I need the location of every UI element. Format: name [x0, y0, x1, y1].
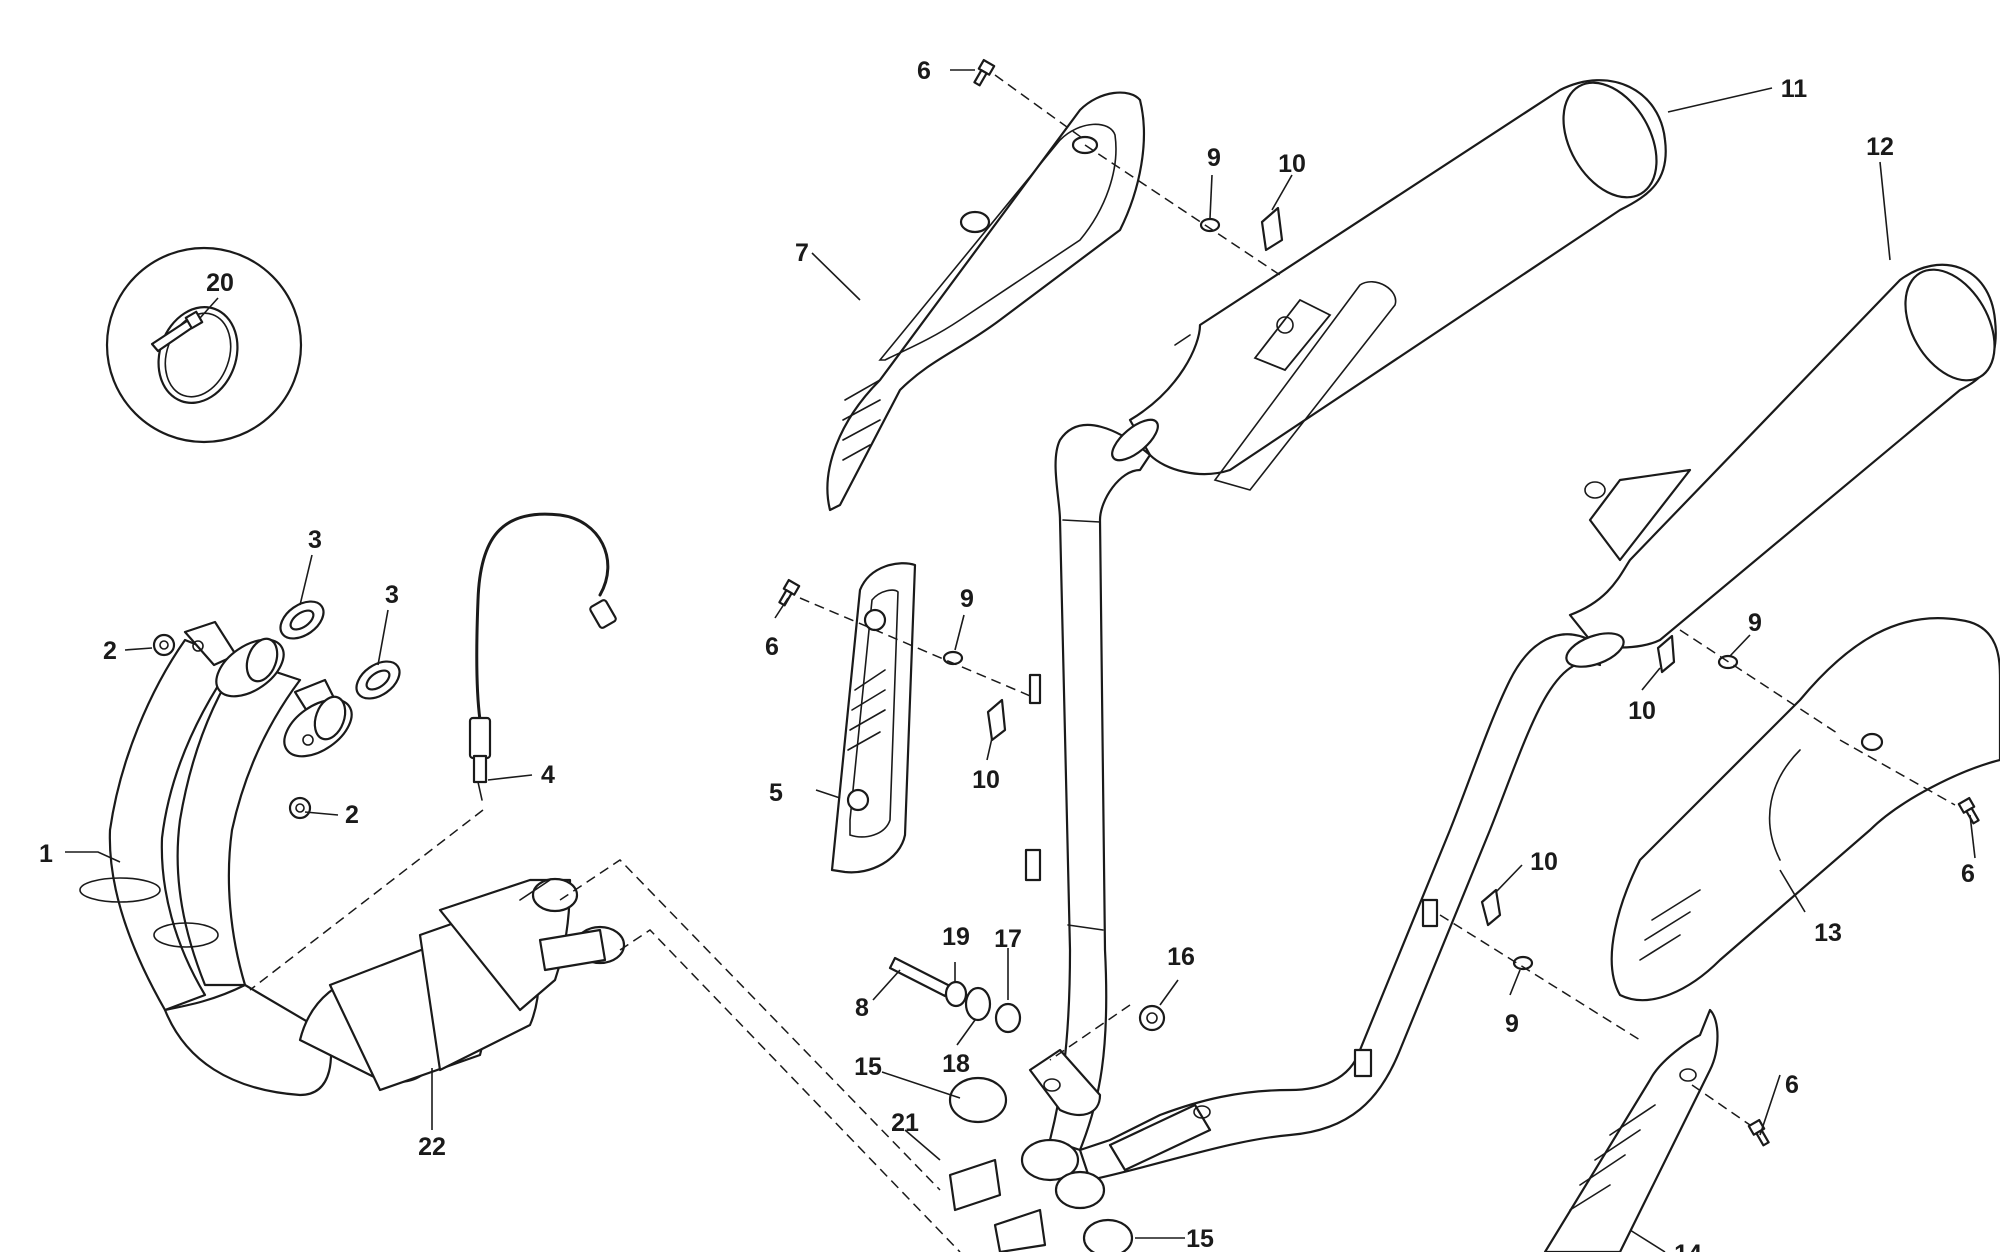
muffler-11: [1128, 79, 1667, 491]
callout-11[interactable]: 11: [1781, 75, 1808, 103]
callout-5[interactable]: 5: [769, 779, 783, 807]
callout-18[interactable]: 18: [942, 1050, 970, 1078]
heat-shield-5: [830, 562, 917, 874]
callout-15-bottom[interactable]: 15: [1186, 1225, 1214, 1252]
callout-9-mid[interactable]: 9: [960, 585, 974, 613]
callout-22[interactable]: 22: [418, 1133, 446, 1161]
callout-14[interactable]: 14: [1674, 1240, 1702, 1252]
callout-1[interactable]: 1: [39, 840, 53, 868]
callout-15-top[interactable]: 15: [854, 1053, 882, 1081]
callout-3-left[interactable]: 3: [308, 526, 322, 554]
callout-8[interactable]: 8: [855, 994, 869, 1022]
header-pipes: [79, 620, 353, 1097]
lambda-sensor: [468, 512, 617, 801]
callout-3-right[interactable]: 3: [385, 581, 399, 609]
callout-labels: 1 2 2 3 3 4 5 6 6 6 6 7 8 9 9 9 9 10 10 …: [39, 57, 1975, 1252]
callout-19[interactable]: 19: [942, 923, 970, 951]
callout-4[interactable]: 4: [541, 761, 555, 789]
callout-6-left[interactable]: 6: [765, 633, 779, 661]
callout-9-right[interactable]: 9: [1748, 609, 1762, 637]
callout-10-mid[interactable]: 10: [972, 766, 1000, 794]
heat-shield-14: [1543, 1008, 1719, 1252]
assembly-lines: [249, 74, 1956, 1252]
callout-6-bottom[interactable]: 6: [1785, 1071, 1799, 1099]
callout-2-upper[interactable]: 2: [103, 637, 117, 665]
callout-21[interactable]: 21: [891, 1109, 919, 1137]
detail-circle-clamp: [105, 246, 303, 444]
callout-20[interactable]: 20: [206, 269, 234, 297]
flange-nuts: [152, 633, 312, 820]
callout-9-top[interactable]: 9: [1207, 144, 1221, 172]
callout-13[interactable]: 13: [1814, 919, 1842, 947]
callout-9-bottom[interactable]: 9: [1505, 1010, 1519, 1038]
callout-6-right[interactable]: 6: [1961, 860, 1975, 888]
callout-10-right[interactable]: 10: [1628, 697, 1656, 725]
heat-shield-7: [826, 91, 1146, 512]
callout-16[interactable]: 16: [1167, 943, 1195, 971]
callout-17[interactable]: 17: [994, 925, 1022, 953]
link-pipe-left: [1020, 418, 1159, 1182]
catalyst: [298, 877, 626, 1092]
callout-2-lower[interactable]: 2: [345, 801, 359, 829]
callout-12[interactable]: 12: [1866, 133, 1894, 161]
gaskets: [279, 600, 401, 700]
muffler-12: [1568, 263, 1997, 649]
link-pipe-right: [1054, 632, 1625, 1210]
hardware: [778, 58, 1980, 1252]
callout-10-bottom[interactable]: 10: [1530, 848, 1558, 876]
leader-lines: [65, 69, 1976, 1252]
heat-shield-13: [1610, 617, 2000, 1002]
callout-10-top[interactable]: 10: [1278, 150, 1306, 178]
callout-6-top[interactable]: 6: [917, 57, 931, 85]
callout-7[interactable]: 7: [795, 239, 809, 267]
